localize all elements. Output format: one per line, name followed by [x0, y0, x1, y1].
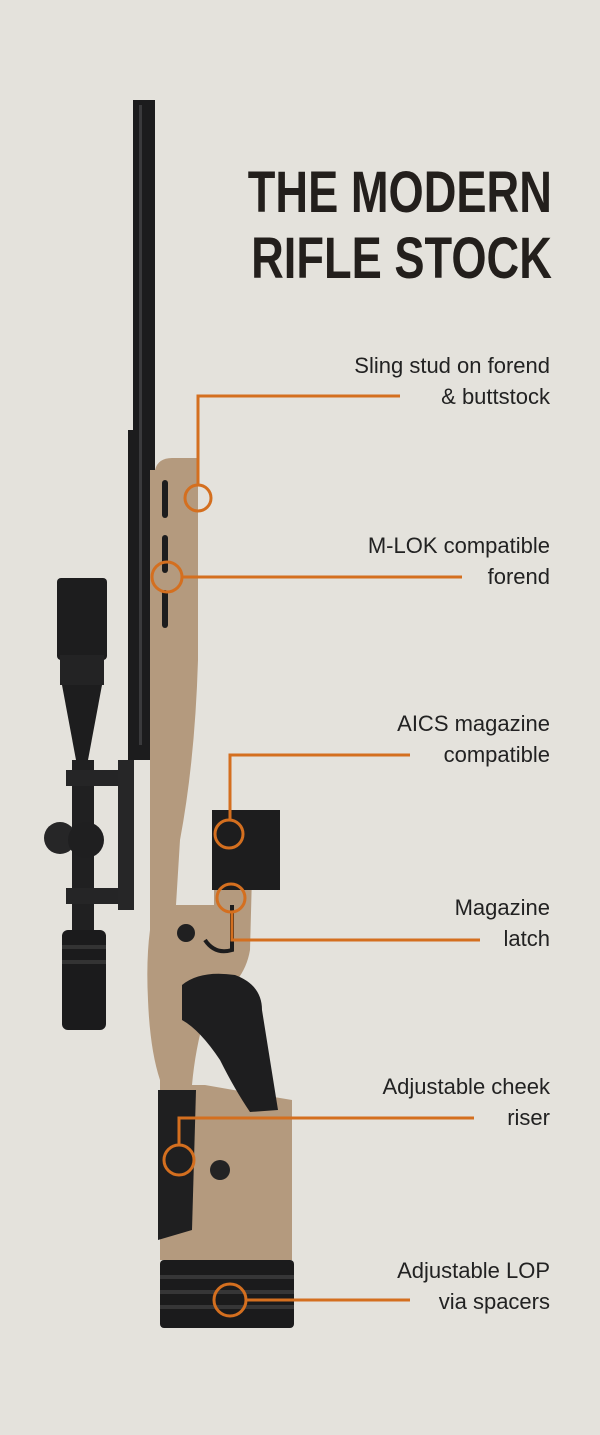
callout-sling-stud: Sling stud on forend & buttstock	[354, 350, 550, 412]
callout-lop: Adjustable LOP via spacers	[397, 1255, 550, 1317]
leader-mag-latch	[230, 912, 480, 942]
rifle-stock	[147, 458, 294, 1328]
marker-sling-stud	[183, 483, 213, 513]
barrel-highlight	[139, 105, 142, 745]
callout-text: Sling stud on forend	[354, 353, 550, 378]
callout-text: via spacers	[438, 1289, 550, 1314]
title-line-1: THE MODERN	[247, 160, 552, 225]
marker-lop	[212, 1282, 248, 1318]
callout-aics: AICS magazine compatible	[397, 708, 550, 770]
callout-text: latch	[503, 926, 550, 951]
page-title: THE MODERN RIFLE STOCK	[248, 160, 552, 292]
callout-mlok: M-LOK compatible forend	[368, 530, 550, 592]
callout-text: & buttstock	[441, 384, 550, 409]
leader-sling-stud	[196, 394, 400, 486]
callout-cheek-riser: Adjustable cheek riser	[382, 1071, 550, 1133]
marker-mag-latch	[215, 882, 247, 914]
callout-text: AICS magazine	[397, 711, 550, 736]
callout-mag-latch: Magazine latch	[455, 892, 550, 954]
callout-text: Adjustable cheek	[382, 1074, 550, 1099]
callout-text: riser	[507, 1105, 550, 1130]
callout-text: Magazine	[454, 895, 550, 920]
callout-text: M-LOK compatible	[367, 533, 550, 558]
leader-cheek	[177, 1116, 474, 1146]
leader-aics	[228, 753, 410, 820]
marker-aics	[213, 818, 245, 850]
marker-mlok	[150, 560, 184, 594]
callout-text: compatible	[443, 742, 550, 767]
callout-text: forend	[487, 564, 550, 589]
callout-leaders	[150, 394, 480, 1318]
callout-text: Adjustable LOP	[397, 1258, 550, 1283]
marker-cheek	[162, 1143, 196, 1177]
title-line-2: RIFLE STOCK	[251, 226, 553, 291]
rifle-scope	[44, 578, 134, 1030]
